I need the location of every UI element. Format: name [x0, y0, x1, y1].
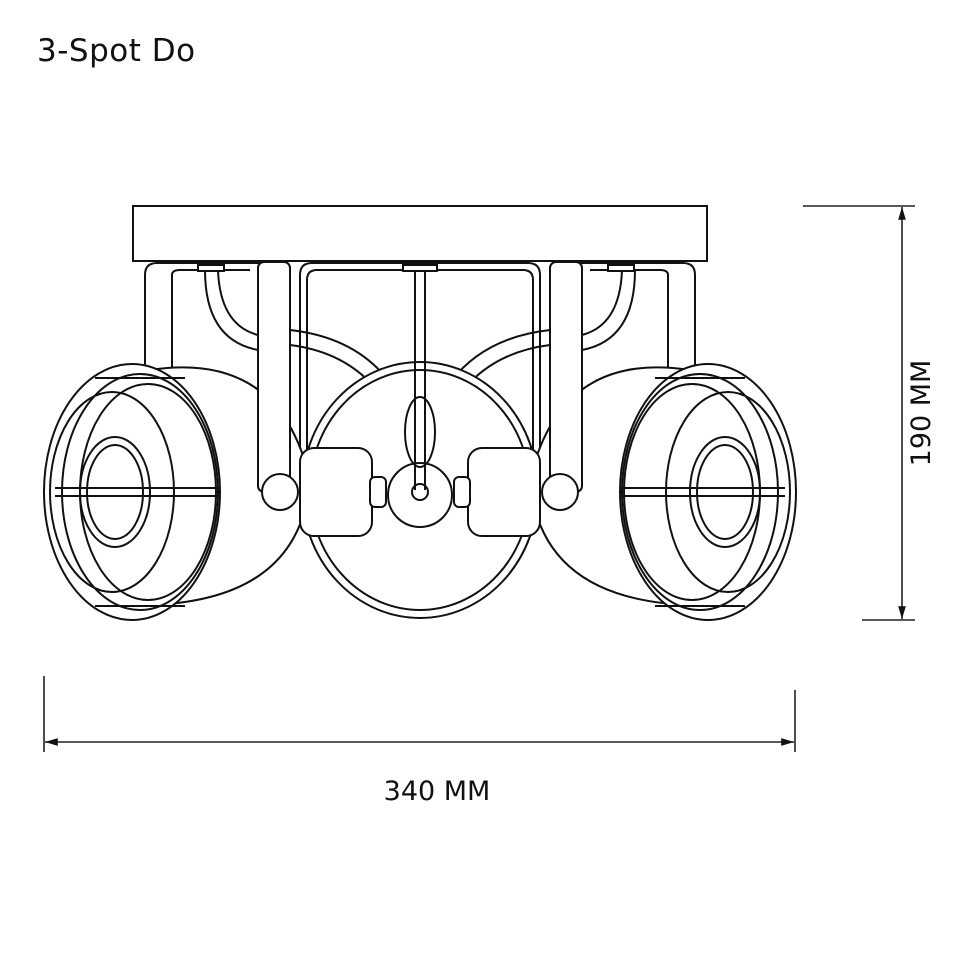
width-label: 340 MM: [384, 776, 491, 807]
left-spotlight: [43, 261, 387, 621]
product-title: 3-Spot Do: [37, 33, 196, 69]
left-adjust-knob: [261, 473, 299, 511]
base-plate: [132, 205, 708, 262]
width-dimension: 340 MM: [43, 676, 796, 807]
height-dimension: 190 MM: [803, 205, 937, 621]
right-spotlight: [453, 261, 797, 621]
height-label: 190 MM: [906, 360, 937, 467]
center-spotlight: [301, 270, 539, 619]
